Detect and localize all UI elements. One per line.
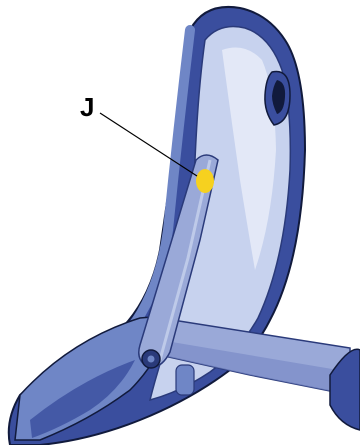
bolt-icon-center (148, 356, 155, 363)
lower-bracket (176, 365, 194, 395)
callout-label: J (80, 92, 94, 122)
marker-dot (196, 169, 214, 193)
